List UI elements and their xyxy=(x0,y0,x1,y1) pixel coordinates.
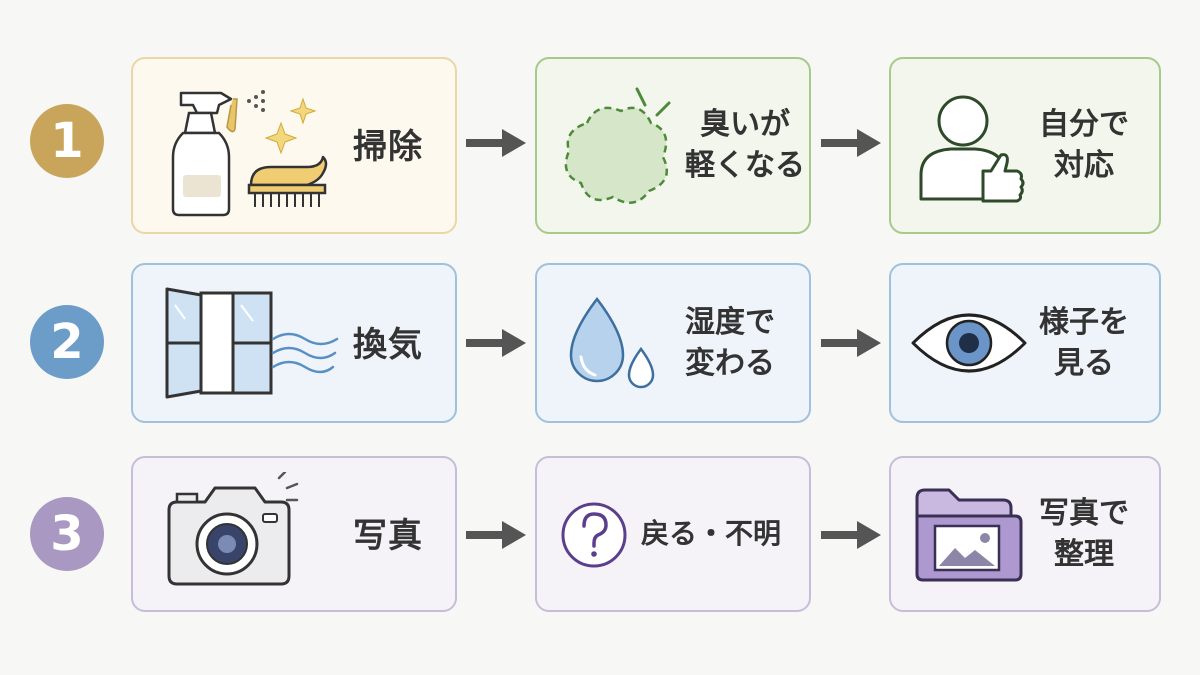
water-drop-icon xyxy=(569,296,655,389)
card-smell-reduced: 臭いが 軽くなる xyxy=(535,57,811,234)
arrow-right-icon xyxy=(466,129,526,157)
result-label-unknown: 戻る・不明 xyxy=(641,517,782,550)
eye-icon xyxy=(911,313,1027,373)
arrow-right-icon xyxy=(466,521,526,549)
action-label-photo: 写真 xyxy=(353,516,423,556)
card-cleaning: 掃除 xyxy=(131,57,457,234)
card-watch: 様子を 見る xyxy=(889,263,1161,423)
outcome-label-watch: 様子を 見る xyxy=(1039,305,1129,381)
card-humidity-change: 湿度で 変わる xyxy=(535,263,811,423)
outcome-label-organize: 写真で 整理 xyxy=(1039,496,1129,572)
person-thumbs-up-icon xyxy=(919,95,1025,203)
camera-icon xyxy=(167,472,299,586)
arrow-right-icon xyxy=(821,129,881,157)
action-label-ventilation: 換気 xyxy=(353,325,423,365)
card-photo: 写真 xyxy=(131,456,457,612)
question-circle-icon xyxy=(561,502,627,568)
spray-bottle-and-brush-icon xyxy=(171,90,328,217)
photo-folder-icon xyxy=(915,488,1023,582)
step-number-2: 2 xyxy=(30,305,104,379)
step-number-3: 3 xyxy=(30,497,104,571)
card-self-handle: 自分で 対応 xyxy=(889,57,1161,234)
arrow-right-icon xyxy=(821,521,881,549)
arrow-right-icon xyxy=(821,329,881,357)
card-unknown: 戻る・不明 xyxy=(535,456,811,612)
open-window-icon xyxy=(165,287,339,399)
card-ventilation: 換気 xyxy=(131,263,457,423)
step-number-1: 1 xyxy=(30,104,104,178)
cloud-icon xyxy=(564,87,671,204)
arrow-right-icon xyxy=(466,329,526,357)
action-label-cleaning: 掃除 xyxy=(353,127,423,167)
card-organize-photos: 写真で 整理 xyxy=(889,456,1161,612)
result-label-humidity: 湿度で 変わる xyxy=(685,305,775,381)
outcome-label-self: 自分で 対応 xyxy=(1039,107,1129,183)
result-label-smell: 臭いが 軽くなる xyxy=(685,107,805,183)
